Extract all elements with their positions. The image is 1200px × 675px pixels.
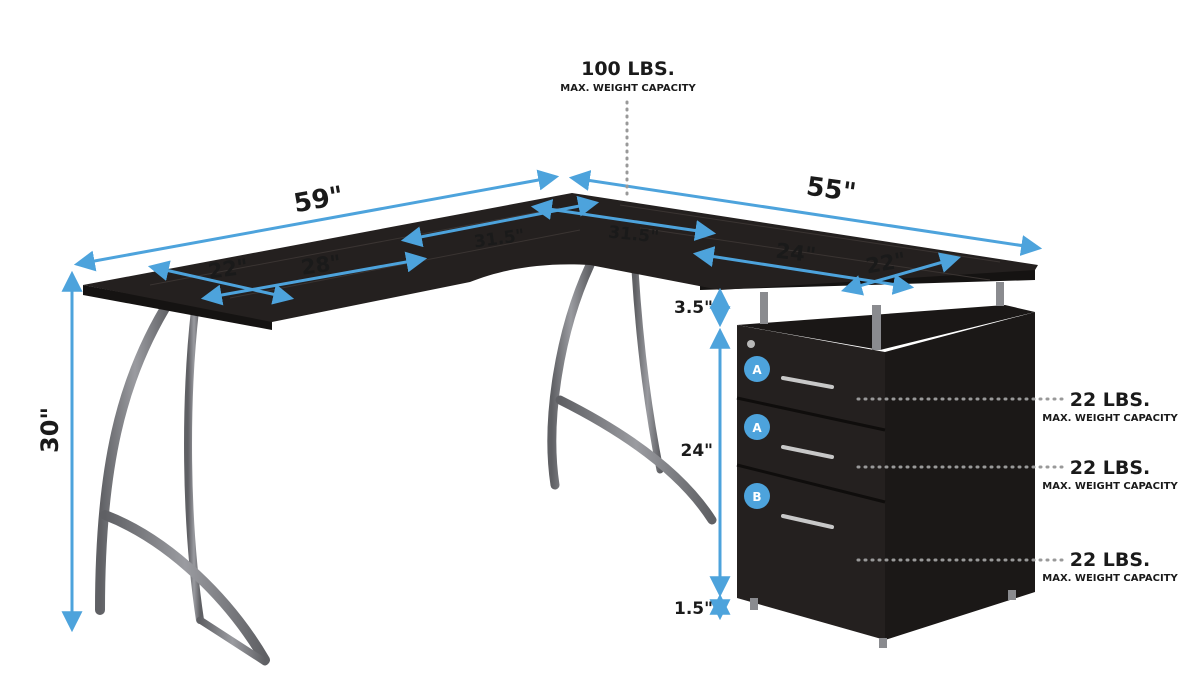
left-leg-crossbar xyxy=(100,510,270,665)
dimension-arrows xyxy=(61,169,1043,633)
cabinet-side xyxy=(885,312,1035,640)
label-floor-gap: 1.5" xyxy=(674,599,713,619)
drawer-badge-2-label: A xyxy=(752,421,762,435)
drawer-badge-1 xyxy=(744,356,770,382)
left-leg-foot xyxy=(196,616,269,666)
label-cabinet-height: 24" xyxy=(680,441,713,461)
drawer-2-capacity-label: MAX. WEIGHT CAPACITY xyxy=(1042,481,1178,492)
top-capacity-label: MAX. WEIGHT CAPACITY xyxy=(560,83,696,94)
cabinet-shelf-back xyxy=(737,305,1035,350)
left-rear-leg xyxy=(184,306,204,624)
cabinet-foot-1 xyxy=(750,598,758,610)
label-shelf-gap: 3.5" xyxy=(674,298,713,318)
lock-icon xyxy=(747,340,755,348)
center-leg-crossbar xyxy=(555,395,717,525)
center-front-leg xyxy=(547,260,595,490)
cabinet-post-mid xyxy=(872,305,881,350)
arrow-center-right xyxy=(530,199,717,241)
drawer-divider-2 xyxy=(736,463,886,504)
file-cabinet xyxy=(736,282,1035,648)
drawer-1-capacity-weight: 22 LBS. xyxy=(1070,389,1151,411)
drawer-3-capacity-label: MAX. WEIGHT CAPACITY xyxy=(1042,573,1178,584)
dimension-labels: 59" 55" 22" 28" 31.5" 31.5" 24" 22" 30" … xyxy=(36,172,908,619)
drawer-3-capacity-weight: 22 LBS. xyxy=(1070,549,1151,571)
leader-lines xyxy=(625,100,1064,562)
left-front-leg xyxy=(95,295,175,615)
arrow-left-length xyxy=(73,169,560,272)
drawer-badge-3-label: B xyxy=(752,490,761,504)
drawer-handle-3[interactable] xyxy=(781,514,834,529)
cabinet-foot-2 xyxy=(879,638,887,648)
cabinet-foot-3 xyxy=(1008,590,1016,600)
label-right-length: 55" xyxy=(804,172,857,209)
drawer-handle-1[interactable] xyxy=(781,376,834,389)
arrow-left-inner-width xyxy=(200,251,428,306)
drawer-1-capacity-label: MAX. WEIGHT CAPACITY xyxy=(1042,413,1178,424)
center-rear-leg xyxy=(631,266,664,474)
drawer-2-capacity-weight: 22 LBS. xyxy=(1070,457,1151,479)
capacity-labels: 100 LBS. MAX. WEIGHT CAPACITY 22 LBS. MA… xyxy=(560,58,1178,584)
arrow-right-length xyxy=(568,170,1043,256)
desk-top-edge xyxy=(83,285,272,330)
label-left-inner-width: 28" xyxy=(299,250,342,279)
top-capacity-weight: 100 LBS. xyxy=(581,58,675,80)
label-left-length: 59" xyxy=(292,181,346,219)
arrow-right-inner-depth xyxy=(840,252,962,296)
drawer-badge-2 xyxy=(744,414,770,440)
label-right-inner-width: 24" xyxy=(774,239,817,268)
drawer-badge-1-label: A xyxy=(752,363,762,377)
drawer-badges: A A B xyxy=(744,356,770,509)
drawer-badge-3 xyxy=(744,483,770,509)
cabinet-post-right xyxy=(996,282,1004,306)
drawer-divider-1 xyxy=(736,396,886,432)
cabinet-post-left xyxy=(760,292,768,324)
desk-legs xyxy=(95,260,717,666)
label-left-inner-depth: 22" xyxy=(206,254,249,283)
drawer-handle-2[interactable] xyxy=(781,445,834,459)
label-height: 30" xyxy=(36,407,64,453)
